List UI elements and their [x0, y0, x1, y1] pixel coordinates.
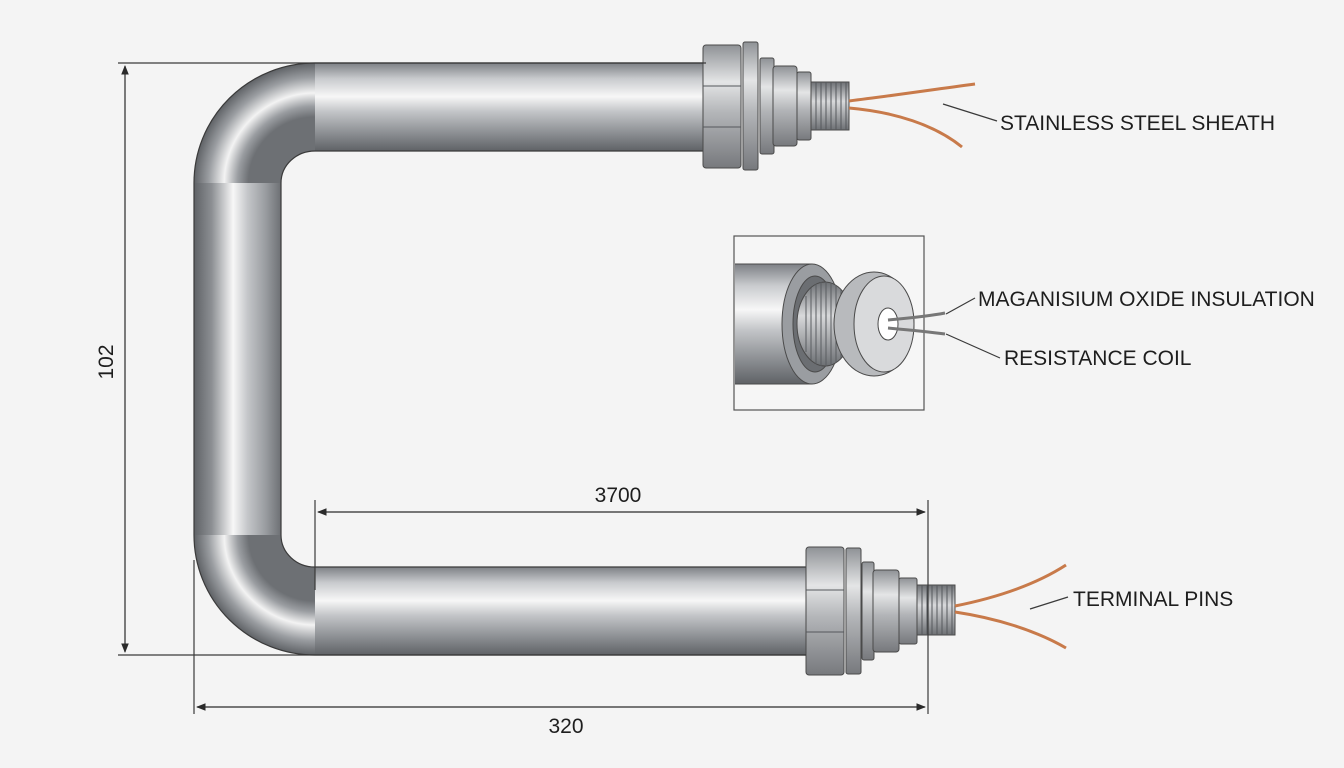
dimension-straight-length-label: 3700 — [595, 484, 642, 507]
tube-vertical — [194, 183, 281, 535]
bottom-washer — [845, 547, 862, 675]
tube-bottom-straight — [315, 567, 810, 655]
bottom-thread — [916, 584, 956, 636]
top-wire-2 — [848, 106, 963, 149]
top-lock-nut — [772, 65, 798, 147]
tube-bend-top — [194, 63, 315, 183]
dimension-straight-length: 3700 — [314, 484, 929, 665]
top-hex-nut — [702, 44, 742, 169]
dimension-height-label: 102 — [95, 344, 118, 379]
leader-sheath — [942, 103, 998, 122]
top-thread — [810, 81, 850, 131]
top-washer — [742, 41, 759, 171]
cross-section-inset — [733, 235, 946, 411]
label-resistance-coil: RESISTANCE COIL — [1004, 347, 1191, 370]
top-wire-1 — [848, 82, 976, 103]
bottom-small-nut — [861, 561, 875, 661]
top-small-nut — [759, 57, 775, 155]
leader-pins — [1029, 596, 1069, 610]
leader-lines — [942, 103, 1069, 610]
tube-bend-bottom — [194, 535, 315, 655]
label-stainless-steel-sheath: STAINLESS STEEL SHEATH — [1000, 112, 1275, 135]
tube-top-straight — [315, 63, 707, 151]
dimension-overall-length-label: 320 — [548, 715, 583, 738]
u-tube — [193, 62, 810, 656]
label-terminal-pins: TERMINAL PINS — [1073, 588, 1233, 611]
bottom-hex-nut — [805, 546, 845, 676]
dimension-height: 102 — [95, 62, 806, 656]
leader-coil — [945, 333, 1001, 359]
top-fitting — [702, 41, 976, 171]
leader-insulation — [945, 297, 976, 315]
label-magnesium-oxide-insulation: MAGANISIUM OXIDE INSULATION — [978, 288, 1315, 311]
bottom-lock-nut — [872, 569, 900, 653]
bottom-fitting — [805, 546, 1067, 676]
bottom-wire-2 — [954, 610, 1067, 650]
bottom-wire-1 — [954, 563, 1067, 608]
dimension-overall-length: 320 — [193, 560, 929, 738]
